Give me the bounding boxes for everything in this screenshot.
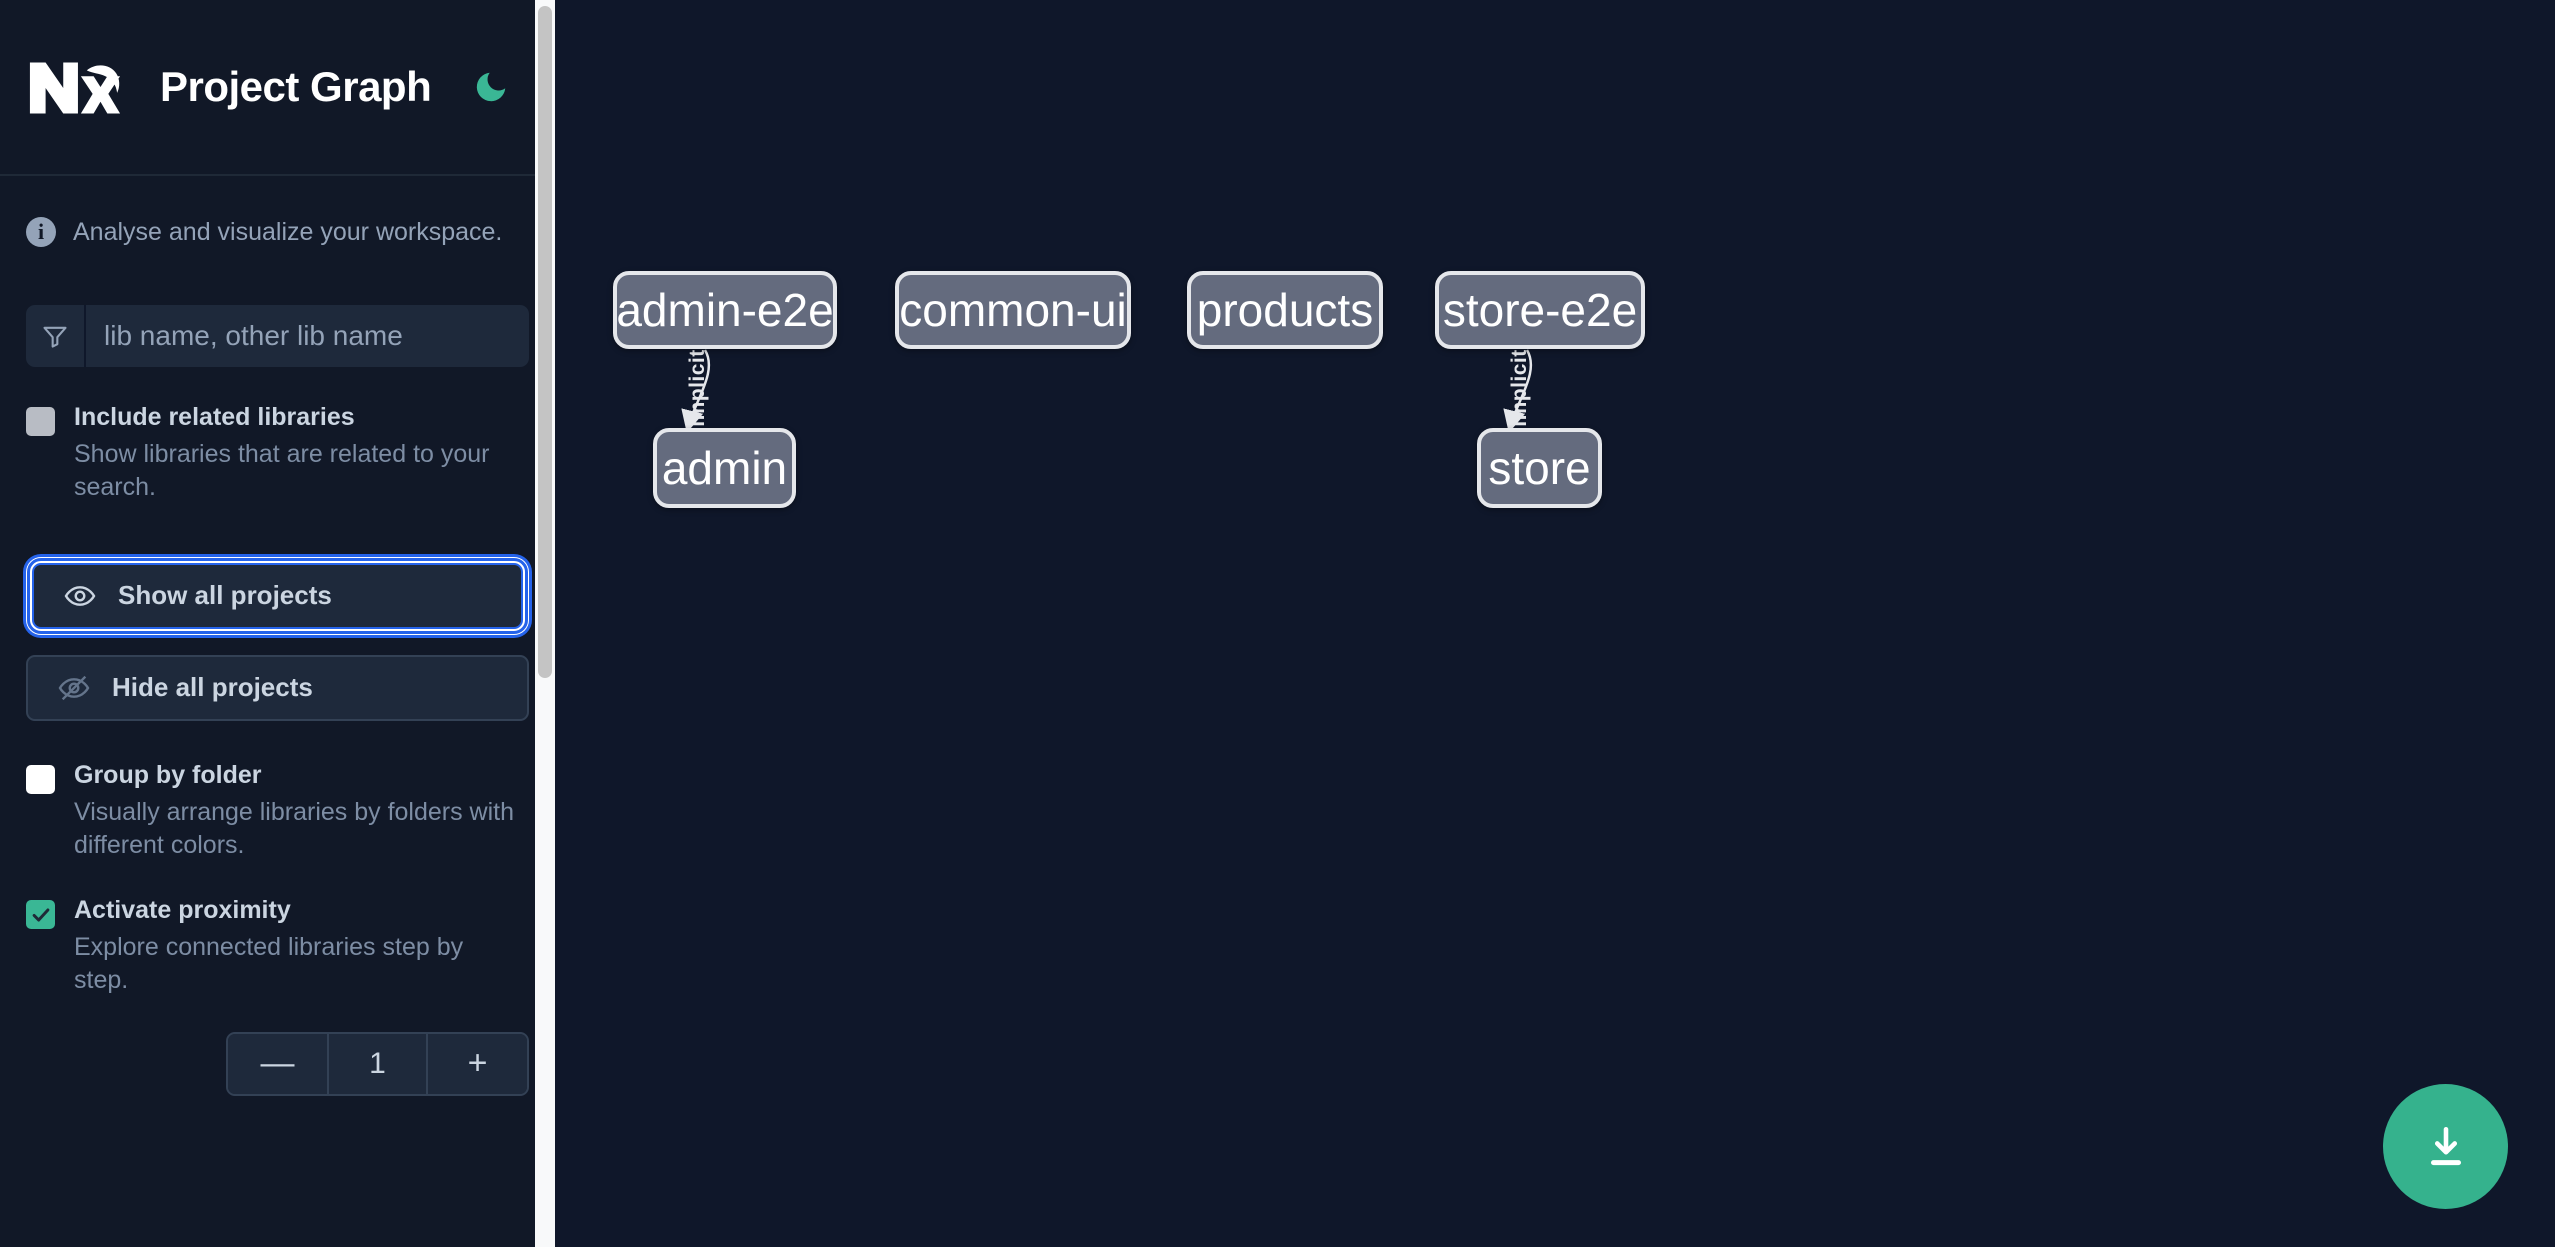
graph-edges	[681, 349, 1533, 433]
info-icon: i	[26, 217, 56, 247]
sidebar-body: i Analyse and visualize your workspace. …	[0, 212, 555, 1096]
checkbox-include-related-libraries[interactable]	[26, 407, 55, 436]
option-label: Include related libraries	[74, 403, 355, 431]
option-label: Activate proximity	[74, 896, 291, 924]
hide-all-wrapper: Hide all projects	[26, 654, 529, 721]
show-all-projects-button[interactable]: Show all projects	[27, 557, 528, 634]
option-activate-proximity[interactable]: Activate proximity Explore connected lib…	[26, 894, 529, 998]
proximity-value: 1	[327, 1033, 428, 1094]
proximity-stepper[interactable]: — 1 +	[226, 1031, 529, 1096]
graph-node-store-e2e[interactable]: store-e2e	[1435, 271, 1645, 349]
eye-icon	[64, 580, 96, 612]
sidebar: Project Graph i Analyse and visualize yo…	[0, 0, 555, 1247]
page-title: Project Graph	[160, 63, 432, 110]
download-icon	[2421, 1122, 2471, 1172]
download-button[interactable]	[2383, 1084, 2508, 1209]
checkbox-group-by-folder[interactable]	[26, 764, 55, 794]
option-label: Group by folder	[74, 760, 262, 789]
edge-store-e2e-store	[1503, 349, 1533, 433]
sidebar-scrollbar-thumb[interactable]	[538, 6, 552, 678]
option-group-by-folder[interactable]: Group by folder Visually arrange librari…	[26, 759, 529, 863]
edge-label-implicit-admin: implicit	[685, 349, 709, 427]
graph-node-products[interactable]: products	[1187, 271, 1383, 349]
search-input[interactable]	[86, 305, 529, 367]
graph-node-common-ui[interactable]: common-ui	[895, 271, 1131, 349]
sidebar-scrollbar[interactable]	[535, 0, 555, 1247]
option-description: Visually arrange libraries by folders wi…	[74, 797, 515, 859]
option-description: Show libraries that are related to your …	[74, 440, 490, 502]
proximity-stepper-wrapper: — 1 +	[26, 1031, 529, 1096]
show-all-projects-label: Show all projects	[118, 580, 332, 610]
graph-node-admin-e2e[interactable]: admin-e2e	[613, 271, 837, 349]
option-include-related-libraries[interactable]: Include related libraries Show libraries…	[26, 401, 529, 505]
sidebar-header: Project Graph	[0, 0, 555, 176]
tagline-text: Analyse and visualize your workspace.	[73, 217, 503, 246]
hide-all-projects-label: Hide all projects	[112, 672, 313, 702]
edge-admin-e2e-admin	[681, 349, 711, 433]
eye-slash-icon	[58, 672, 90, 704]
show-all-wrapper: Show all projects	[26, 557, 529, 635]
graph-node-store[interactable]: store	[1477, 428, 1602, 508]
tagline: i Analyse and visualize your workspace.	[26, 212, 529, 252]
graph-canvas[interactable]: implicit implicit admin-e2e common-ui pr…	[555, 0, 2555, 1247]
graph-node-admin[interactable]: admin	[653, 428, 796, 508]
proximity-decrement-button[interactable]: —	[228, 1033, 327, 1094]
option-description: Explore connected libraries step by step…	[74, 933, 464, 995]
proximity-increment-button[interactable]: +	[428, 1033, 527, 1094]
search-box[interactable]	[26, 305, 529, 367]
nx-logo-icon	[26, 56, 124, 118]
edge-label-implicit-store: implicit	[1507, 349, 1531, 427]
checkbox-activate-proximity[interactable]	[26, 900, 55, 929]
hide-all-projects-button[interactable]: Hide all projects	[26, 654, 529, 721]
moon-icon[interactable]	[465, 61, 517, 113]
filter-icon[interactable]	[26, 305, 86, 367]
